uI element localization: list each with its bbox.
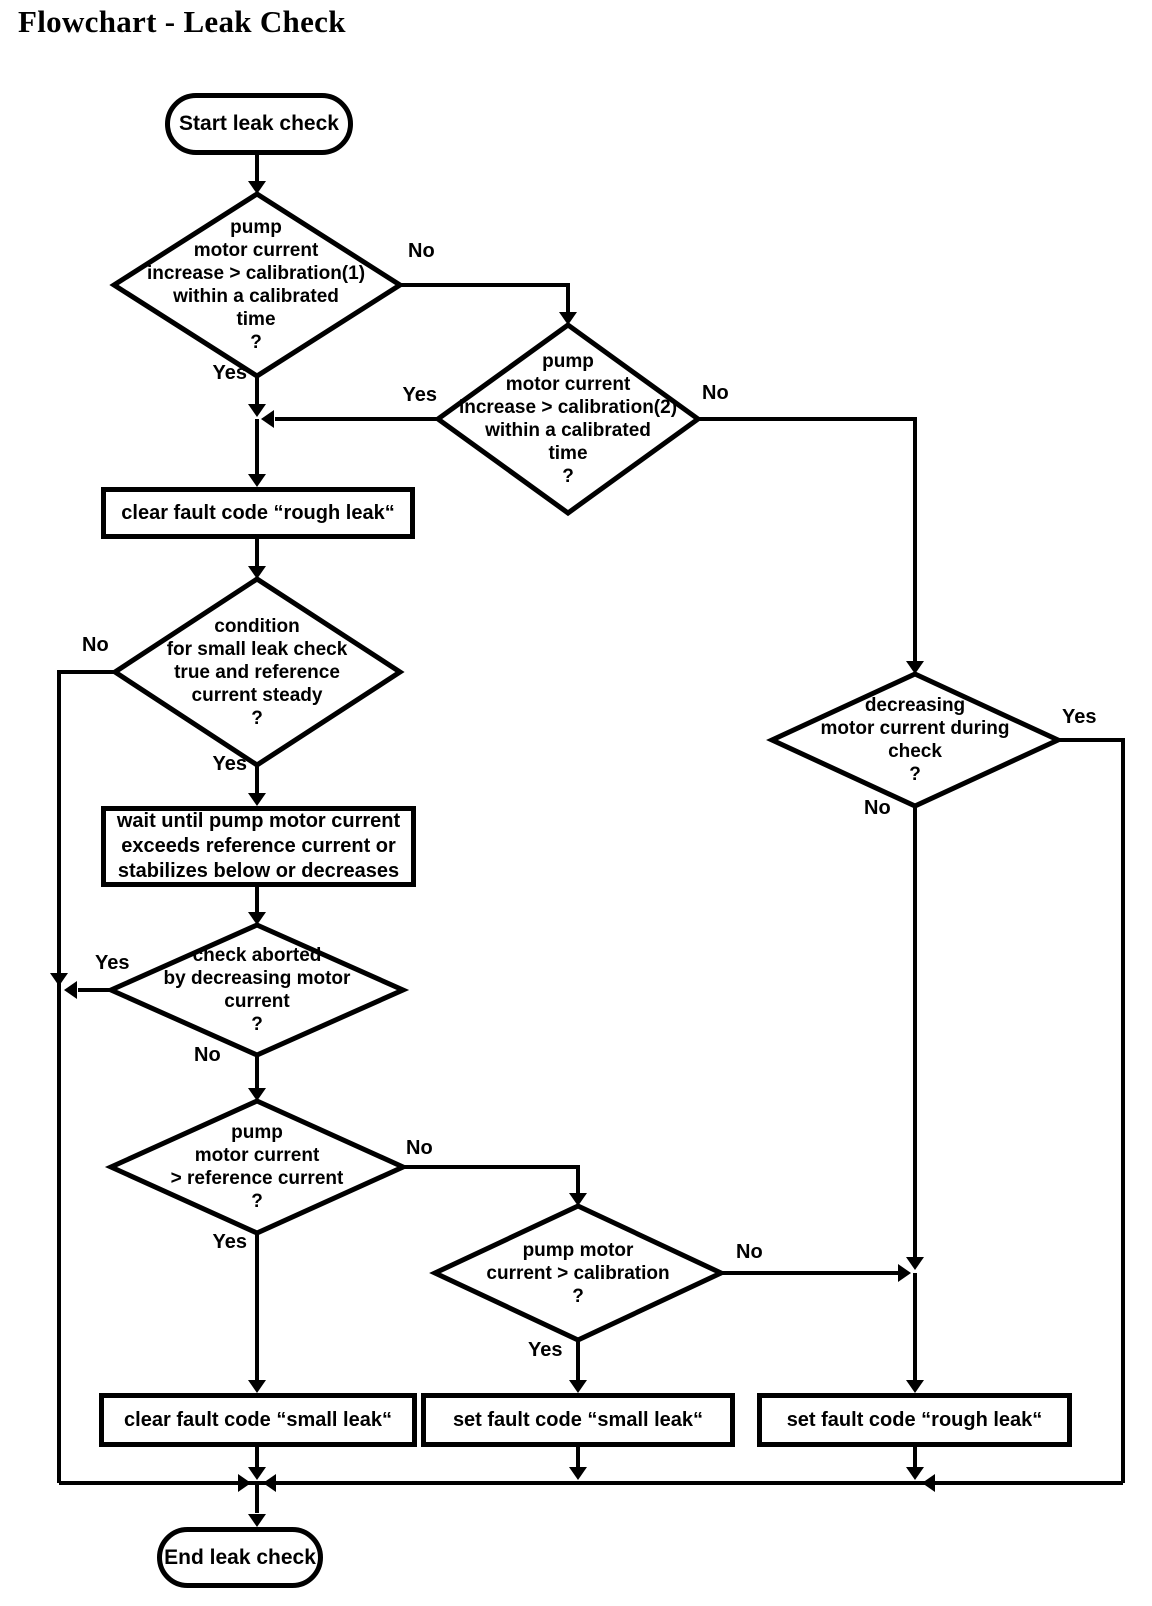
arrow-down-icon bbox=[248, 474, 266, 487]
page-title: Flowchart - Leak Check bbox=[18, 4, 346, 39]
decision-rough-increase-cal1-shape bbox=[109, 191, 405, 379]
edge-d7-yes-right-rail bbox=[1058, 738, 1125, 1483]
edge-label-d3-no: No bbox=[82, 634, 109, 656]
decision-current-gt-calibration-shape bbox=[429, 1203, 727, 1343]
arrow-down-icon bbox=[569, 1380, 587, 1393]
edge-label-d6-no: No bbox=[736, 1241, 763, 1263]
edge-d1-no bbox=[400, 283, 570, 313]
arrow-down-icon bbox=[906, 1380, 924, 1393]
decision-small-leak-condition-label: condition for small leak check true and … bbox=[166, 616, 348, 729]
decision-current-gt-reference-shape bbox=[104, 1098, 410, 1236]
edge-label-d2-yes: Yes bbox=[402, 384, 437, 406]
arrow-right-icon bbox=[898, 1264, 911, 1282]
decision-check-aborted-shape bbox=[104, 922, 410, 1058]
arrow-down-icon bbox=[559, 312, 577, 325]
edge-label-d6-yes: Yes bbox=[528, 1339, 563, 1361]
arrow-left-icon bbox=[64, 981, 77, 999]
arrow-left-icon bbox=[263, 1474, 276, 1492]
edge-d3-no-left-rail bbox=[57, 670, 116, 1483]
arrow-down-icon bbox=[906, 1467, 924, 1480]
edge-label-d7-yes: Yes bbox=[1062, 706, 1097, 728]
arrow-down-icon bbox=[248, 1514, 266, 1527]
edge-label-d3-yes: Yes bbox=[212, 753, 247, 775]
connector-lines bbox=[57, 155, 1125, 1513]
arrow-down-icon bbox=[248, 566, 266, 579]
edge-label-d5-no: No bbox=[406, 1137, 433, 1159]
edge-d2-no bbox=[698, 417, 917, 661]
process-set-rough-leak: set fault code “rough leak“ bbox=[757, 1393, 1072, 1447]
edge-d5-no bbox=[403, 1165, 580, 1194]
edge-label-d1-no: No bbox=[408, 240, 435, 262]
arrow-down-icon bbox=[248, 181, 266, 194]
process-wait-until: wait until pump motor current exceeds re… bbox=[101, 806, 416, 887]
decision-current-gt-reference-label: pump motor current > reference current ? bbox=[170, 1122, 344, 1212]
edge-label-d4-yes: Yes bbox=[95, 952, 130, 974]
decision-small-leak-condition-shape bbox=[110, 576, 405, 768]
arrow-down-icon bbox=[248, 1088, 266, 1101]
decision-decreasing-during-check-shape bbox=[766, 671, 1064, 809]
edge-label-d7-no: No bbox=[864, 797, 891, 819]
arrow-right-icon bbox=[238, 1474, 251, 1492]
arrow-left-icon bbox=[261, 410, 274, 428]
arrow-down-icon bbox=[248, 404, 266, 417]
edge-label-d4-no: No bbox=[194, 1044, 221, 1066]
arrow-down-icon bbox=[569, 1193, 587, 1206]
arrow-down-icon bbox=[50, 973, 68, 986]
arrow-down-icon bbox=[569, 1467, 587, 1480]
decision-decreasing-during-check-label: decreasing motor current during check ? bbox=[820, 695, 1010, 785]
edge-label-d2-no: No bbox=[702, 382, 729, 404]
end-terminator: End leak check bbox=[157, 1527, 323, 1588]
decision-check-aborted-label: check aborted by decreasing motor curren… bbox=[163, 945, 351, 1035]
start-terminator: Start leak check bbox=[165, 93, 353, 155]
process-clear-rough-leak: clear fault code “rough leak“ bbox=[101, 487, 415, 539]
edge-label-d1-yes: Yes bbox=[212, 362, 247, 384]
arrow-down-icon bbox=[248, 912, 266, 925]
arrowheads bbox=[50, 181, 935, 1527]
arrow-down-icon bbox=[906, 1257, 924, 1270]
arrow-down-icon bbox=[906, 661, 924, 674]
process-set-small-leak: set fault code “small leak“ bbox=[421, 1393, 735, 1447]
decision-rough-increase-cal1-label: pump motor current increase > calibratio… bbox=[146, 217, 366, 353]
decision-rough-increase-cal2-shape bbox=[433, 321, 703, 517]
arrow-left-icon bbox=[922, 1474, 935, 1492]
edge-label-d5-yes: Yes bbox=[212, 1231, 247, 1253]
arrow-down-icon bbox=[248, 1467, 266, 1480]
decision-shapes bbox=[104, 191, 1064, 1343]
decision-current-gt-calibration-label: pump motor current > calibration ? bbox=[486, 1240, 670, 1307]
arrow-down-icon bbox=[248, 1380, 266, 1393]
arrow-down-icon bbox=[248, 793, 266, 806]
process-clear-small-leak: clear fault code “small leak“ bbox=[99, 1393, 417, 1447]
decision-rough-increase-cal2-label: pump motor current increase > calibratio… bbox=[458, 351, 678, 487]
